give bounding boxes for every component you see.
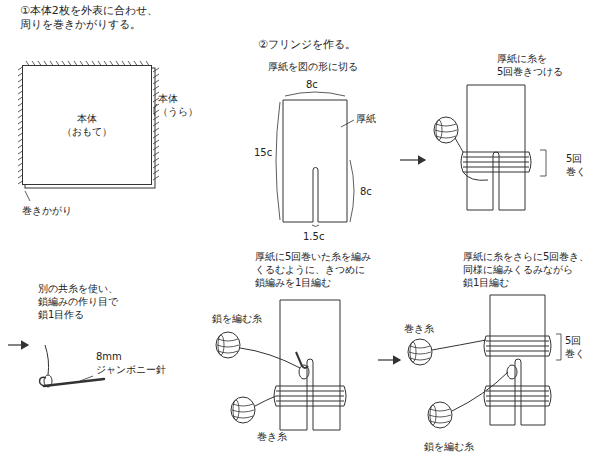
instruction: 厚紙に糸を 5回巻きつける [497,52,566,78]
part-name: 鎖を編む糸 [424,440,474,453]
yarn-thread [240,348,300,368]
part-name: 本体 （うら） [158,92,200,118]
leader-line [25,191,30,201]
yarn-thread [45,345,49,375]
count-note: 5回 巻く [566,152,588,178]
yarn-ball [408,339,432,365]
step-arrow [400,159,425,160]
yarn-ball [216,332,240,358]
yarn-wraps [463,152,529,172]
step-arrow [378,359,400,360]
cardboard [467,85,525,210]
yarn-ball [231,397,255,423]
cardboard [280,300,340,430]
yarn-wraps [486,336,549,356]
part-name: 鎖を編む糸 [212,312,262,325]
step-heading: ②フリンジを作る。 [258,38,356,52]
count-bracket [540,150,546,176]
part-name: 巻き糸 [404,322,434,335]
crochet-hook [44,379,104,386]
yarn-thread [255,396,276,406]
instruction: 厚紙に5回巻いた糸を編み くるむように、きつめに 鎖編みを1目編む [255,250,374,289]
yarn-thread [455,138,463,152]
dimension: 1.5c [303,230,324,243]
instruction: 厚紙を図の形に切る [268,60,358,73]
yarn-wraps [274,386,346,406]
count-bracket [556,334,561,360]
yarn-wraps [486,386,549,406]
yarn-ball [434,117,458,143]
dimension: 15c [254,146,272,159]
leader-line [341,120,354,127]
yarn-thread [452,372,508,411]
dimension-bracket [285,92,345,96]
part-name: 厚紙 [356,112,376,125]
crochet-hook [296,352,308,368]
whip-stitch [18,61,159,184]
instruction: 厚紙に糸をさらに5回巻き、 同様に編みくるみながら 鎖1目編む [463,250,592,289]
step-heading: ①本体2枚を外表に合わせ、 周りを巻きかがりする。 [20,4,160,33]
part-name: 巻きかがり [22,204,72,217]
part-name: 本体 （おもて） [61,112,113,138]
cardboard [283,100,347,222]
tool-name: 8mm ジャンボニー針 [96,350,168,376]
chain-loop [44,375,52,387]
yarn-wraps [276,386,344,406]
count-note: 5回 巻く [565,334,587,360]
yarn-thread [432,340,486,350]
leader-line [154,104,157,116]
part-name: 巻き糸 [257,430,287,443]
step-arrow [8,344,28,345]
leader-line [80,376,93,381]
dimension-bracket [276,102,280,220]
dimension: 8c [360,185,372,198]
dimension-bracket [350,160,354,222]
chain-loop [507,365,517,379]
yarn-wraps [461,152,531,172]
dimension-bracket [312,225,319,227]
instruction: 別の共糸を使い、 鎖編みの作り目で 鎖1目作る [38,282,120,321]
yarn-ball [428,402,452,428]
yarn-thread [463,172,488,180]
dimension: 8c [306,78,318,91]
yarn-wraps [484,336,551,406]
fabric-front: 本体 （おもて） [22,65,152,185]
